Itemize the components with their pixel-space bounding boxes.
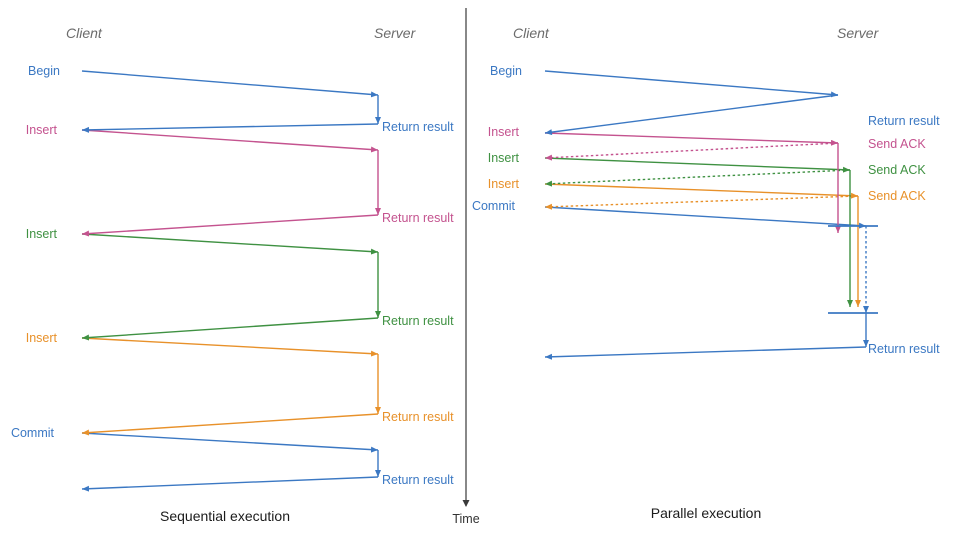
response-label: Return result <box>382 473 454 487</box>
ack-label: Send ACK <box>868 189 926 203</box>
response-arrow <box>81 123 379 133</box>
response-arrow <box>81 317 379 341</box>
time-axis-arrowhead <box>462 500 470 507</box>
request-label: Insert <box>26 227 58 241</box>
lane-header-server: Server <box>837 25 880 41</box>
lane-header-client: Client <box>513 25 550 41</box>
request-label: Begin <box>490 64 522 78</box>
ack-arrow <box>544 142 839 161</box>
request-arrow <box>81 337 379 357</box>
ack-label: Send ACK <box>868 163 926 177</box>
ack-arrow <box>544 195 859 210</box>
request-label: Insert <box>26 123 58 137</box>
time-axis-label: Time <box>452 512 479 526</box>
response-label: Return result <box>382 410 454 424</box>
request-arrow <box>544 70 839 98</box>
response-label: Return result <box>382 211 454 225</box>
request-arrow <box>81 233 379 255</box>
final-response-label: Return result <box>868 342 940 356</box>
request-label: Insert <box>488 125 520 139</box>
lane-header-server: Server <box>374 25 417 41</box>
final-response-arrow <box>544 346 867 360</box>
panel-caption: Parallel execution <box>651 505 762 521</box>
request-arrow <box>81 432 379 453</box>
request-label: Insert <box>488 177 520 191</box>
request-label: Begin <box>28 64 60 78</box>
response-arrow <box>81 476 379 492</box>
response-label: Return result <box>382 314 454 328</box>
ack-arrow <box>544 94 839 136</box>
request-label: Insert <box>26 331 58 345</box>
ack-arrow <box>544 169 851 187</box>
request-arrow <box>544 132 839 146</box>
lane-header-client: Client <box>66 25 103 41</box>
response-arrow <box>81 214 379 237</box>
request-arrow <box>81 129 379 153</box>
request-arrow <box>544 206 867 229</box>
response-label: Return result <box>382 120 454 134</box>
ack-label: Return result <box>868 114 940 128</box>
request-label: Commit <box>472 199 516 213</box>
ack-label: Send ACK <box>868 137 926 151</box>
request-arrow <box>544 157 851 173</box>
response-arrow <box>81 413 379 436</box>
request-arrow <box>81 70 379 98</box>
request-arrow <box>544 183 859 199</box>
request-label: Commit <box>11 426 55 440</box>
request-label: Insert <box>488 151 520 165</box>
panel-caption: Sequential execution <box>160 508 290 524</box>
